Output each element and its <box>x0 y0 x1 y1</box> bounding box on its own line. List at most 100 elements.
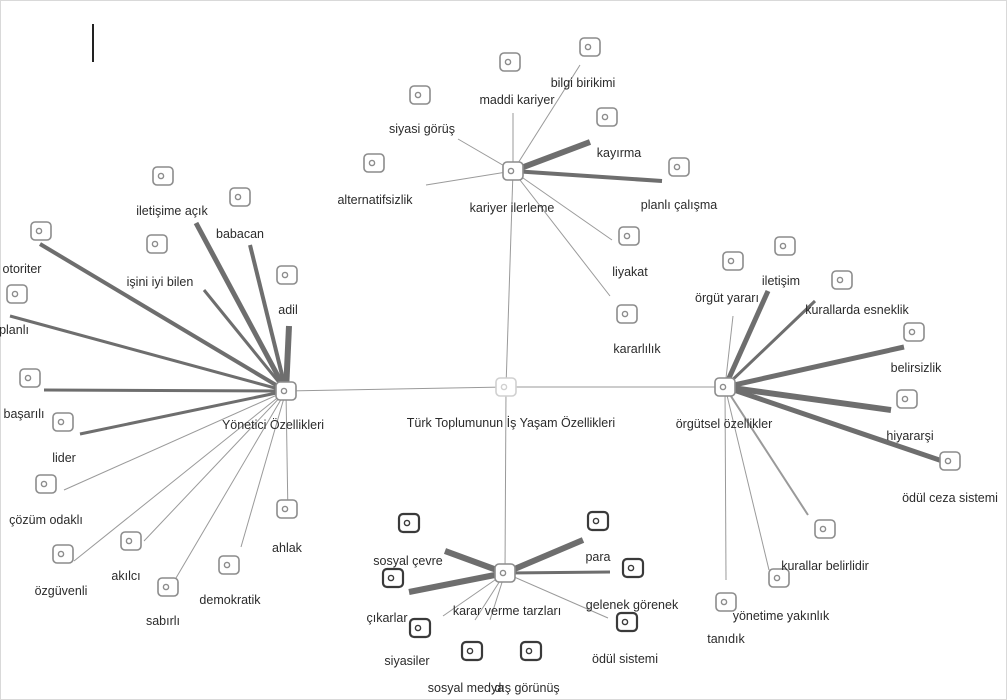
orgut-yarari-document-icon[interactable] <box>722 251 744 271</box>
labels-layer: Türk Toplumunun İş Yaşam ÖzellikleriYöne… <box>0 76 998 695</box>
edge-karar-cikarlar <box>408 570 506 595</box>
edge-orgutsel-tanidik <box>724 386 727 581</box>
leaf-label-akilci: akılcı <box>111 569 140 583</box>
edge-orgutsel-kurallarda-esneklik <box>723 299 817 389</box>
edge-orgutsel-kurallar-belirlidir <box>724 386 809 516</box>
sosyal-cevre-document-icon[interactable] <box>397 512 421 534</box>
gelenek-gorenek-document-icon[interactable] <box>621 557 645 579</box>
edge-yonetici-cozum-odakli <box>63 390 287 491</box>
text-cursor <box>92 24 94 62</box>
cikarlar-document-icon[interactable] <box>381 567 405 589</box>
edge-kariyer-liyakat <box>512 170 613 241</box>
leaf-label-bilgi-birikimi: bilgi birikimi <box>551 76 616 90</box>
edge-yonetici-demokratik <box>240 390 287 548</box>
leaf-label-iletisim: iletişim <box>762 274 800 288</box>
tanidik-document-icon[interactable] <box>715 592 737 612</box>
edge-orgutsel-belirsizlik <box>724 344 905 390</box>
edge-yonetici-adil <box>283 325 292 392</box>
iletisime-acik-document-icon[interactable] <box>152 166 174 186</box>
maddi-kariyer-document-icon[interactable] <box>499 52 521 72</box>
sabirli-document-icon[interactable] <box>157 577 179 597</box>
edge-kariyer-kayirma <box>511 139 592 174</box>
leaf-label-sosyal-cevre: sosyal çevre <box>373 554 443 568</box>
edge-yonetici-akilci <box>143 390 287 542</box>
edge-yonetici-lider <box>79 389 287 436</box>
kurallarda-esneklik-document-icon[interactable] <box>831 270 853 290</box>
yonetime-yakinlik-document-icon[interactable] <box>768 568 790 588</box>
edge-orgutsel-iletisim <box>722 289 771 389</box>
leaf-label-demokratik: demokratik <box>199 593 261 607</box>
bilgi-birikimi-document-icon[interactable] <box>579 37 601 57</box>
cozum-odakli-document-icon[interactable] <box>35 474 57 494</box>
siyasiler-document-icon[interactable] <box>408 617 432 639</box>
siyasi-gorus-document-icon[interactable] <box>409 85 431 105</box>
isini-iyi-bilen-document-icon[interactable] <box>146 234 168 254</box>
edge-karar-odul-sistemi <box>504 572 609 619</box>
adil-document-icon[interactable] <box>276 265 298 285</box>
orgutsel-hub-document-icon[interactable] <box>714 377 736 397</box>
edge-yonetici-isini-iyi-bilen <box>202 289 288 392</box>
ozguvenli-document-icon[interactable] <box>52 544 74 564</box>
kariyer-hub-document-icon[interactable] <box>502 161 524 181</box>
akilci-document-icon[interactable] <box>120 531 142 551</box>
edge-yonetici-otoriter <box>38 242 288 393</box>
leaf-label-gelenek-gorenek: gelenek görenek <box>586 598 679 612</box>
leaf-label-planli: planlı <box>0 323 29 337</box>
alternatifsizlik-document-icon[interactable] <box>363 153 385 173</box>
yonetici-hub-document-icon[interactable] <box>275 381 297 401</box>
center-document-icon[interactable] <box>495 377 517 397</box>
leaf-label-basarili: başarılı <box>4 407 45 421</box>
center-node-label: Türk Toplumunun İş Yaşam Özellikleri <box>407 416 615 430</box>
lider-document-icon[interactable] <box>52 412 74 432</box>
iletisim-document-icon[interactable] <box>774 236 796 256</box>
para-document-icon[interactable] <box>586 510 610 532</box>
planli-document-icon[interactable] <box>6 284 28 304</box>
edge-karar-siyasiler <box>442 572 506 617</box>
leaf-label-para: para <box>585 550 610 564</box>
babacan-document-icon[interactable] <box>229 187 251 207</box>
kararlilik-document-icon[interactable] <box>616 304 638 324</box>
leaf-label-alternatifsizlik: alternatifsizlik <box>337 193 413 207</box>
karar-hub-document-icon[interactable] <box>494 563 516 583</box>
basarili-document-icon[interactable] <box>19 368 41 388</box>
leaf-label-odul-ceza-sistemi: ödül ceza sistemi <box>902 491 998 505</box>
edge-kariyer-kararlilik <box>512 170 611 297</box>
leaf-label-isini-iyi-bilen: işini iyi bilen <box>127 275 194 289</box>
leaf-label-hiyararsi: hiyararşi <box>886 429 933 443</box>
leaf-label-liyakat: liyakat <box>612 265 648 279</box>
planli-calisma-document-icon[interactable] <box>668 157 690 177</box>
edge-yonetici-ahlak <box>285 390 289 518</box>
dis-gorunus-document-icon[interactable] <box>519 640 543 662</box>
leaf-label-cikarlar: çıkarlar <box>367 611 408 625</box>
leaf-label-otoriter: otoriter <box>3 262 42 276</box>
edge-kariyer-alternatifsizlik <box>425 170 514 186</box>
leaf-label-yonetime-yakinlik: yönetime yakınlık <box>733 609 830 623</box>
kariyer-hub-label: kariyer ilerleme <box>470 201 555 215</box>
leaf-label-kararlilik: kararlılık <box>613 342 661 356</box>
odul-ceza-sistemi-document-icon[interactable] <box>939 451 961 471</box>
kayirma-document-icon[interactable] <box>596 107 618 127</box>
demokratik-document-icon[interactable] <box>218 555 240 575</box>
edge-center-yonetici <box>285 386 507 392</box>
otoriter-document-icon[interactable] <box>30 221 52 241</box>
leaf-label-sosyal-medya: sosyal medya <box>428 681 504 695</box>
leaf-label-sabirli: sabırlı <box>146 614 180 628</box>
leaf-label-siyasiler: siyasiler <box>384 654 429 668</box>
odul-sistemi-document-icon[interactable] <box>615 611 639 633</box>
leaf-label-tanidik: tanıdık <box>707 632 745 646</box>
belirsizlik-document-icon[interactable] <box>903 322 925 342</box>
edge-yonetici-sabirli <box>175 390 287 579</box>
kurallar-belirlidir-document-icon[interactable] <box>814 519 836 539</box>
sosyal-medya-document-icon[interactable] <box>460 640 484 662</box>
edge-karar-para <box>503 537 585 576</box>
edge-orgutsel-hiyararsi <box>724 384 892 413</box>
hiyararsi-document-icon[interactable] <box>896 389 918 409</box>
edge-orgutsel-odul-ceza-sistemi <box>724 384 958 469</box>
liyakat-document-icon[interactable] <box>618 226 640 246</box>
leaf-label-kayirma: kayırma <box>597 146 642 160</box>
leaf-label-babacan: babacan <box>216 227 264 241</box>
leaf-label-ozguvenli: özgüvenli <box>35 584 88 598</box>
edge-center-kariyer <box>505 170 514 388</box>
ahlak-document-icon[interactable] <box>276 499 298 519</box>
